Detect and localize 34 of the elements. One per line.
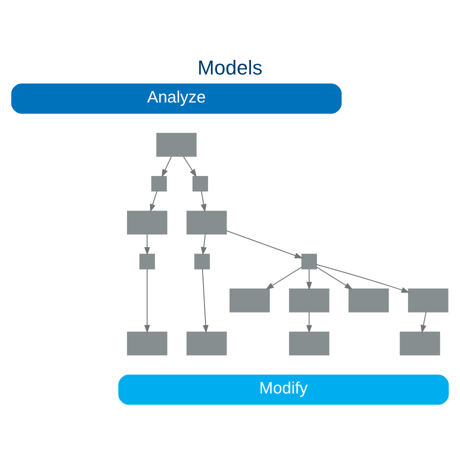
arrow [144,268,150,334]
node-box [348,288,389,312]
arrow [420,312,426,334]
node-box [301,254,317,270]
arrow [200,234,207,256]
node-box: Analyze [11,84,342,114]
node-box [192,176,208,192]
arrow [226,230,303,258]
arrow [183,156,197,178]
arrow [162,156,172,178]
arrow [144,234,150,256]
arrow [150,190,158,212]
arrow [316,264,410,293]
node-box [289,288,330,312]
arrow [265,266,302,290]
node-box [194,254,210,270]
diagram-title: Models [198,57,262,80]
node-box [289,332,330,356]
arrow [202,268,209,334]
arrow [306,312,312,334]
node-box [127,210,168,235]
arrow [200,190,206,212]
arrow [316,266,353,290]
node-box [151,176,167,192]
node-box: Modify [118,374,449,405]
node-box [400,332,440,356]
node-box [408,288,448,312]
node-box [156,132,197,157]
node-box [127,332,168,356]
arrow [306,268,312,290]
node-box [186,332,227,356]
node-box [230,288,270,312]
node-box [139,254,155,270]
node-box [186,210,227,235]
